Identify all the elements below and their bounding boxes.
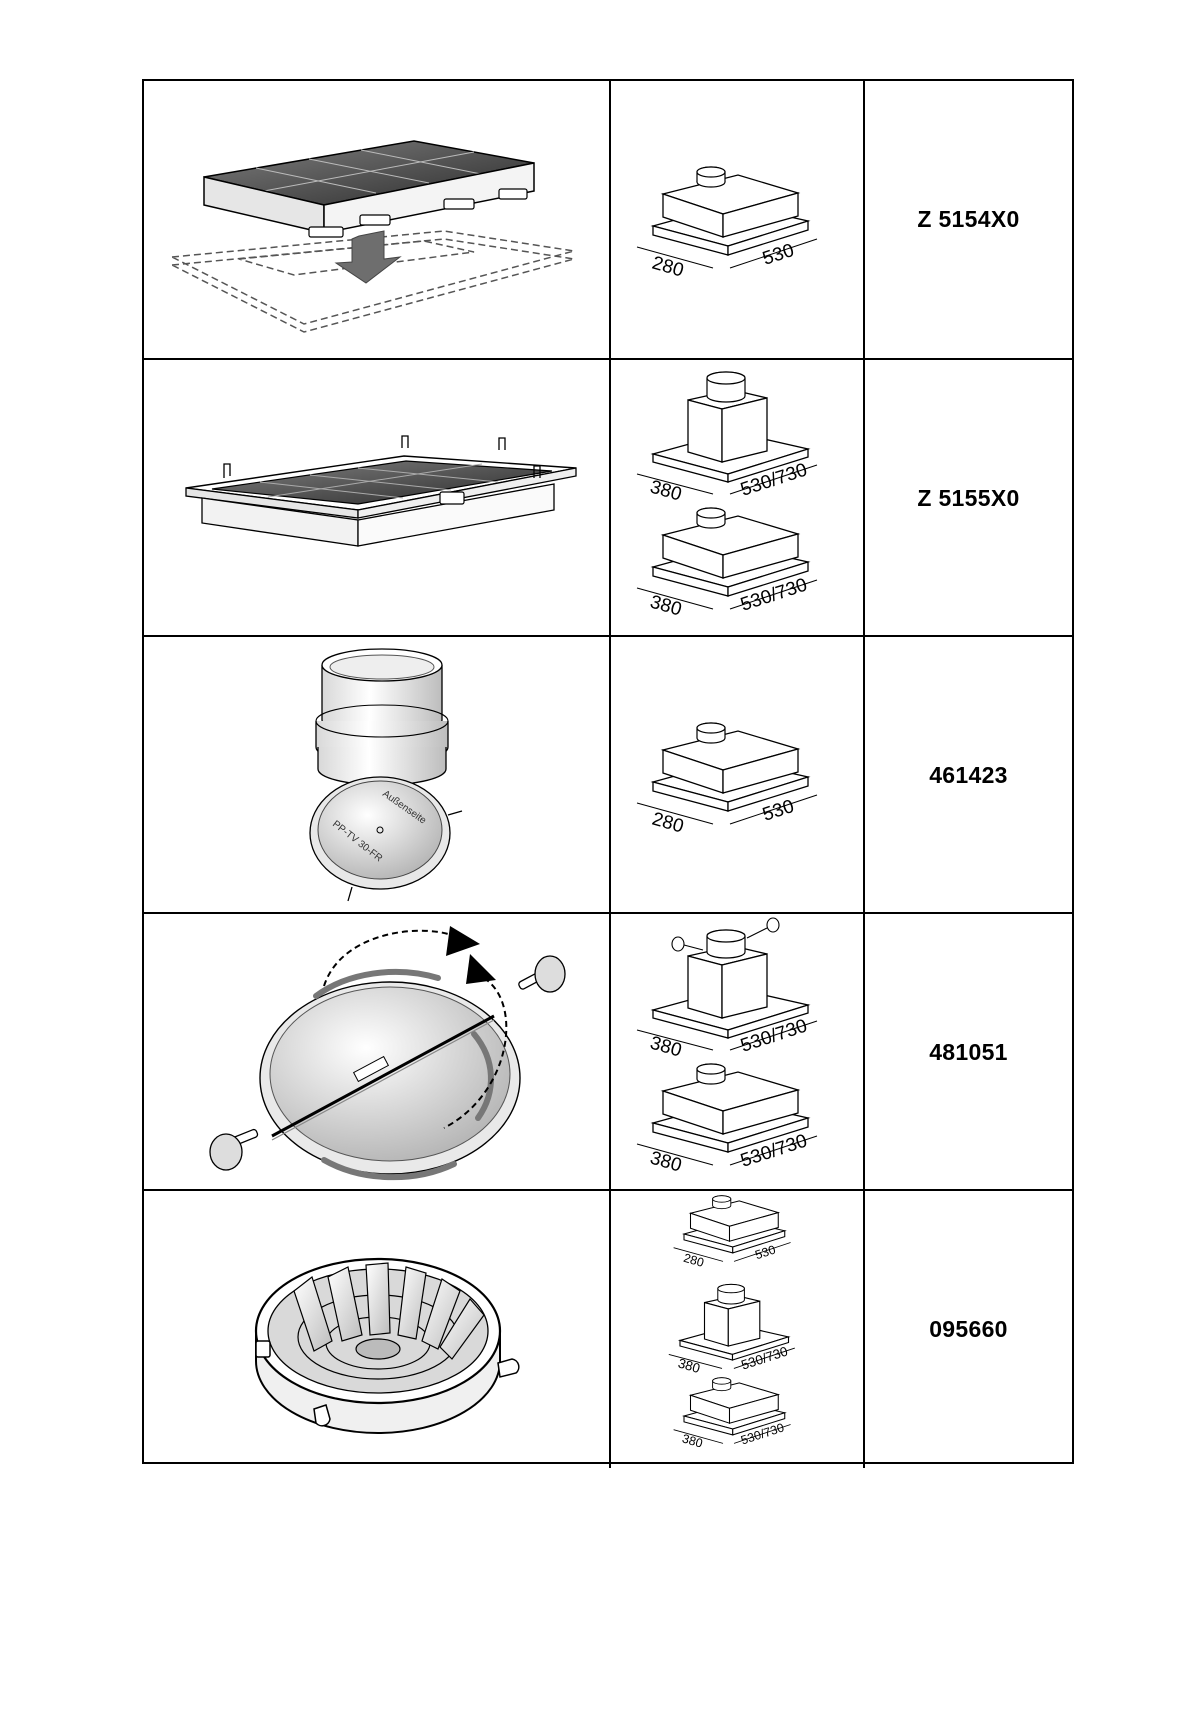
part-number-cell: 481051 bbox=[865, 914, 1072, 1191]
table-row: Außenseite PP-TV 30-FR 280 530 461423 bbox=[144, 635, 1072, 914]
part-number-cell: 461423 bbox=[865, 637, 1072, 914]
table-row: 380 530/730 380 530/730 481051 bbox=[144, 912, 1072, 1191]
depth-dimension-label: 380 bbox=[648, 1033, 684, 1062]
depth-dimension-label: 280 bbox=[650, 253, 686, 282]
flat-carbon-filter-illustration bbox=[169, 140, 575, 333]
chimney-hood-dimension-diagram: 380 530/730 bbox=[636, 917, 818, 1062]
table-row: 280 530 Z 5154X0 bbox=[144, 81, 1072, 358]
round-adapter-filter-illustration: Außenseite PP-TV 30-FR bbox=[309, 648, 463, 902]
hood-dimension-diagram-small: 380 530/730 bbox=[673, 1377, 791, 1451]
chimney-hood-dimension-diagram-small: 380 530/730 bbox=[668, 1283, 795, 1376]
table-row: 280 530 380 530/730 bbox=[144, 1189, 1072, 1468]
depth-dimension-label: 380 bbox=[676, 1355, 701, 1376]
product-illustration-cell: Außenseite PP-TV 30-FR bbox=[144, 637, 611, 914]
hood-dimension-diagram: 280 530 bbox=[636, 166, 818, 282]
part-number-cell: 095660 bbox=[865, 1191, 1072, 1468]
parts-table: 280 530 Z 5154X0 bbox=[142, 79, 1074, 1468]
product-illustration-cell bbox=[144, 1191, 611, 1468]
product-illustration-cell bbox=[144, 914, 611, 1191]
hood-dimension-diagram: 380 530/730 bbox=[636, 1063, 818, 1177]
part-number: 481051 bbox=[929, 1039, 1008, 1065]
disc-filter-mounting-illustration bbox=[209, 926, 566, 1181]
depth-dimension-label: 380 bbox=[648, 477, 684, 506]
table-row: 380 530/730 380 530/730 Z 5155X0 bbox=[144, 358, 1072, 637]
part-number-cell: Z 5155X0 bbox=[865, 360, 1072, 637]
hood-dimension-diagram: 380 530/730 bbox=[636, 507, 818, 621]
part-number: 095660 bbox=[929, 1316, 1008, 1342]
dimensions-cell: 280 530 bbox=[611, 81, 865, 358]
product-illustration-cell bbox=[144, 360, 611, 637]
width-dimension-label: 530 bbox=[760, 796, 797, 826]
dimensions-cell: 280 530 bbox=[611, 637, 865, 914]
depth-dimension-label: 380 bbox=[648, 592, 684, 621]
part-number: 461423 bbox=[929, 762, 1008, 788]
product-illustration-cell bbox=[144, 81, 611, 358]
depth-dimension-label: 280 bbox=[682, 1251, 706, 1270]
dimensions-cell: 380 530/730 380 530/730 bbox=[611, 914, 865, 1191]
dimensions-cell: 280 530 380 530/730 bbox=[611, 1191, 865, 1468]
part-number: Z 5154X0 bbox=[917, 206, 1020, 232]
depth-dimension-label: 380 bbox=[648, 1148, 684, 1177]
part-number-cell: Z 5154X0 bbox=[865, 81, 1072, 358]
depth-dimension-label: 380 bbox=[681, 1431, 705, 1450]
width-dimension-label: 530 bbox=[760, 240, 797, 270]
depth-dimension-label: 280 bbox=[650, 809, 686, 838]
framed-carbon-filter-illustration bbox=[185, 435, 577, 547]
round-carbon-filter-illustration bbox=[254, 1257, 520, 1434]
hood-dimension-diagram-small: 280 530 bbox=[673, 1195, 791, 1270]
dimensions-cell: 380 530/730 380 530/730 bbox=[611, 360, 865, 637]
hood-dimension-diagram: 280 530 bbox=[636, 722, 818, 838]
width-dimension-label: 530 bbox=[753, 1243, 777, 1263]
chimney-hood-dimension-diagram: 380 530/730 bbox=[636, 371, 818, 506]
part-number: Z 5155X0 bbox=[917, 485, 1020, 511]
